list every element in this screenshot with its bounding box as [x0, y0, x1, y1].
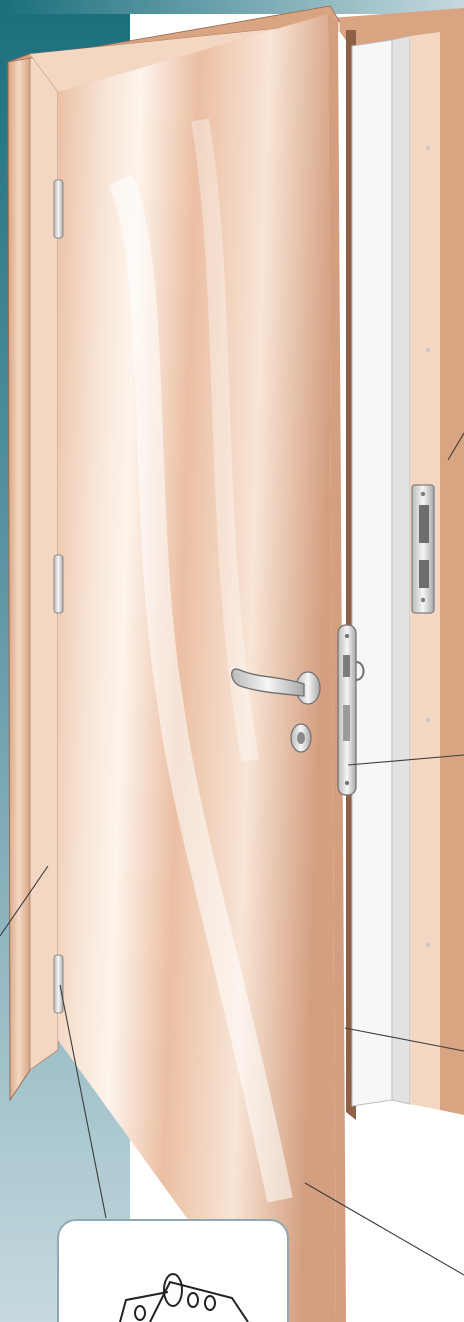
key-escutcheon: [291, 724, 311, 752]
hinge-detail-inset: [58, 1220, 288, 1322]
right-frame-jamb: [330, 8, 464, 1120]
top-band: [0, 0, 464, 14]
strike-plate: [412, 485, 434, 613]
